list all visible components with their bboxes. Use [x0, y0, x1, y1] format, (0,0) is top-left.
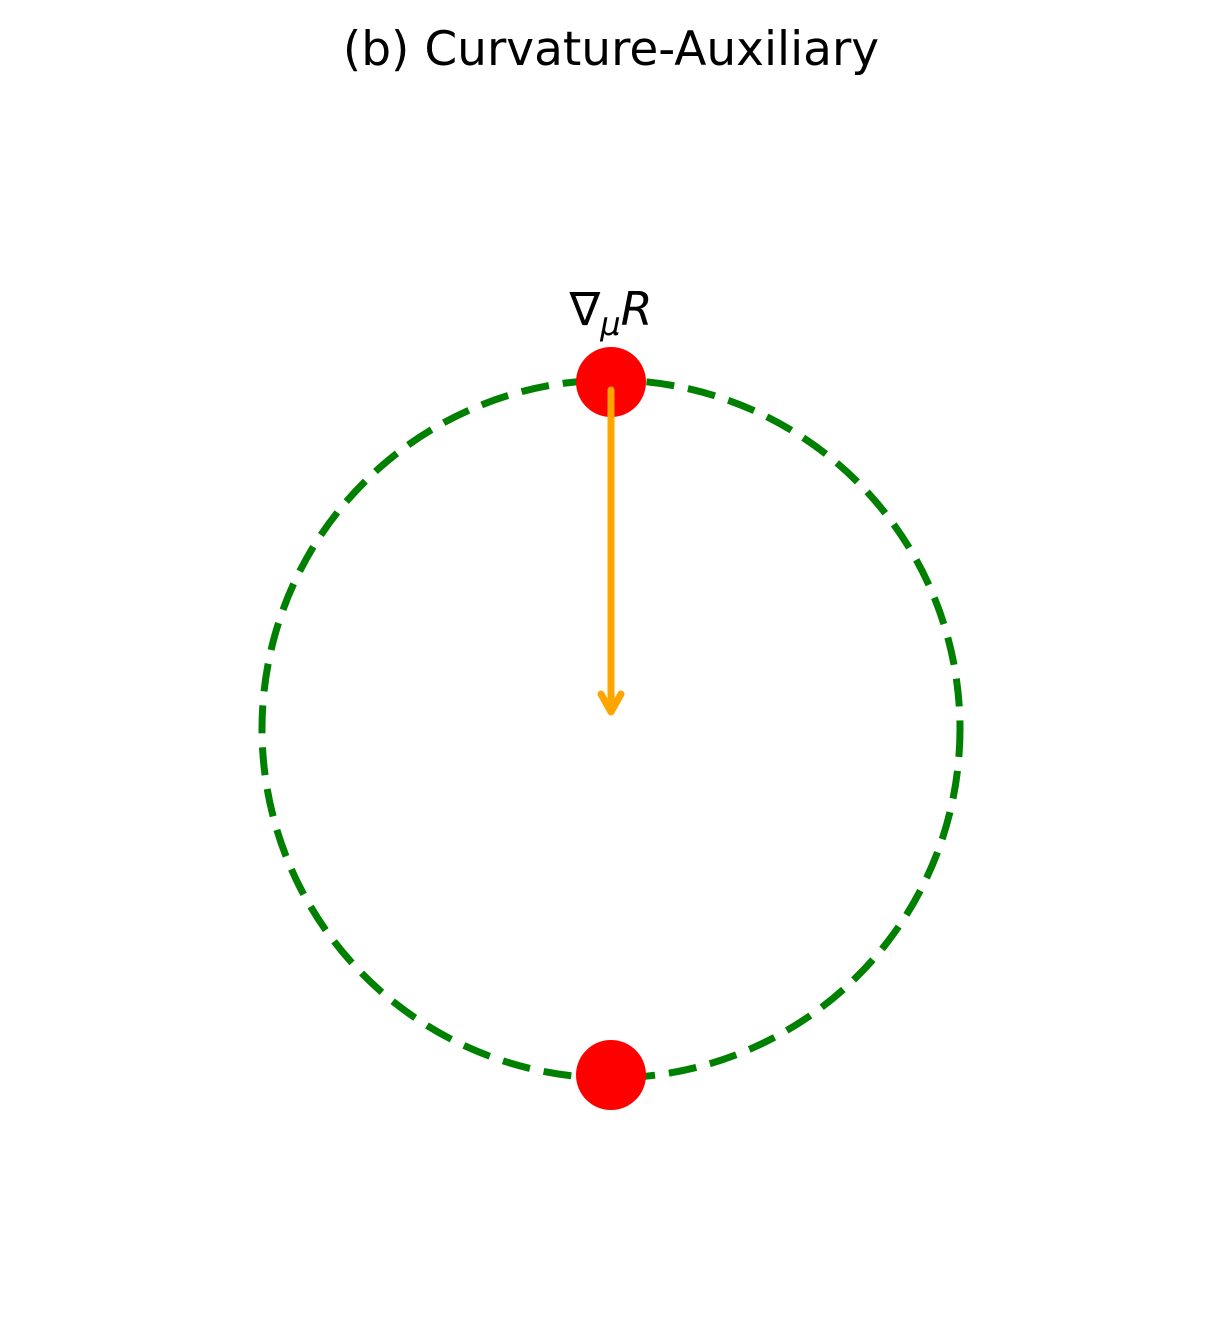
gradient-arrow-head: [597, 690, 625, 716]
top-point: [576, 347, 646, 417]
bottom-point: [576, 1040, 646, 1110]
mu-subscript: μ: [599, 305, 620, 343]
gradient-label: ∇μR: [568, 282, 652, 343]
figure-title: (b) Curvature-Auxiliary: [342, 22, 880, 77]
r-symbol: R: [621, 282, 653, 336]
nabla-symbol: ∇: [568, 282, 600, 336]
